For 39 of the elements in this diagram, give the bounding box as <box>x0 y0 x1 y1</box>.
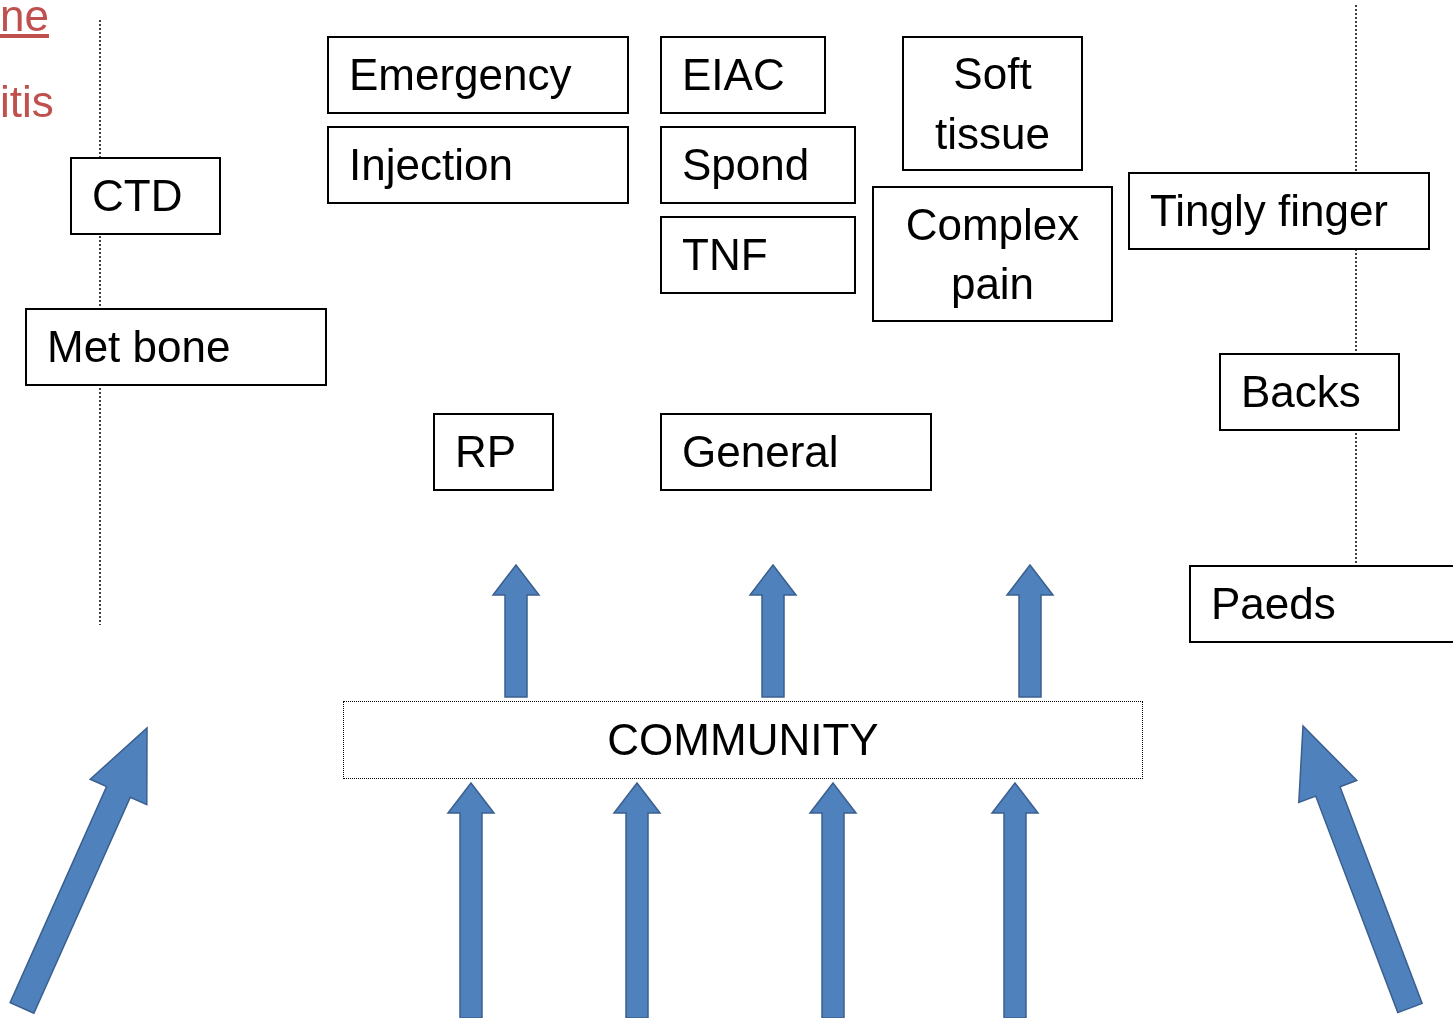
box-label: General <box>682 426 839 479</box>
box-label: Soft tissue <box>934 48 1051 160</box>
link-text: ne <box>0 0 49 38</box>
text-box <box>327 36 629 114</box>
block-arrow <box>808 781 858 1018</box>
text-box <box>660 216 856 294</box>
box-label: TNF <box>682 229 768 282</box>
box-label: Emergency <box>349 49 572 102</box>
text-box <box>433 413 554 491</box>
block-arrow <box>612 781 662 1018</box>
text-box <box>25 308 327 386</box>
text-box <box>902 36 1083 171</box>
block-arrow <box>1005 563 1055 698</box>
text-box <box>70 157 221 235</box>
dotted-box <box>343 701 1143 779</box>
box-label: RP <box>455 426 517 479</box>
block-arrow <box>748 563 798 698</box>
box-label: COMMUNITY <box>607 714 879 767</box>
text-box <box>872 186 1113 322</box>
box-label: Backs <box>1241 366 1361 419</box>
block-arrow <box>446 781 496 1018</box>
text-box <box>1128 172 1430 250</box>
box-label: Spond <box>682 139 810 192</box>
text-box <box>327 126 629 204</box>
box-label: CTD <box>92 170 183 223</box>
box-label: Injection <box>349 139 513 192</box>
text-box <box>1219 353 1400 431</box>
box-label: Met bone <box>47 321 231 374</box>
text-box <box>660 36 826 114</box>
text-box <box>1189 565 1453 643</box>
cut-off-text: itis <box>0 80 54 124</box>
box-label: EIAC <box>682 49 785 102</box>
block-arrow <box>491 563 541 698</box>
box-label: Tingly finger <box>1150 185 1389 238</box>
text-box <box>660 413 932 491</box>
box-label: Complex pain <box>904 198 1081 310</box>
text-box <box>660 126 856 204</box>
block-arrow <box>990 781 1040 1018</box>
box-label: Paeds <box>1211 578 1336 631</box>
